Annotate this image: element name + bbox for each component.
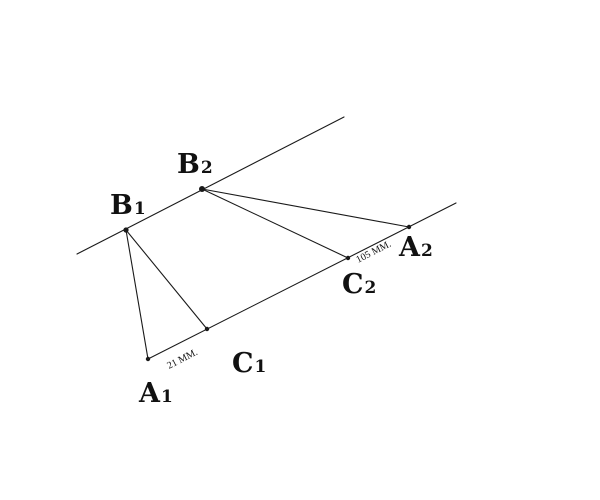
point-b2 [199, 186, 205, 192]
label-c2: C2 [342, 269, 376, 300]
segment-b1-c1 [125, 229, 208, 330]
upper-line [76, 116, 345, 255]
lower-line [147, 202, 457, 360]
point-a2 [406, 224, 412, 230]
label-a1: A1 [138, 378, 173, 409]
label-a2: A2 [398, 232, 433, 263]
point-b1 [123, 227, 129, 233]
measurement-a1-c1: 21 MM. [165, 347, 199, 372]
label-b1: B1 [110, 190, 146, 221]
point-c2 [345, 255, 351, 261]
point-c1 [204, 326, 210, 332]
label-b2: B2 [177, 149, 213, 180]
segment-b2-a2 [201, 188, 410, 228]
segment-b1-a1 [125, 229, 149, 360]
segment-b2-c2 [201, 188, 349, 259]
point-a1 [145, 356, 151, 362]
label-c1: C1 [232, 348, 266, 379]
measurement-c2-a2: 105 MM. [354, 239, 393, 266]
